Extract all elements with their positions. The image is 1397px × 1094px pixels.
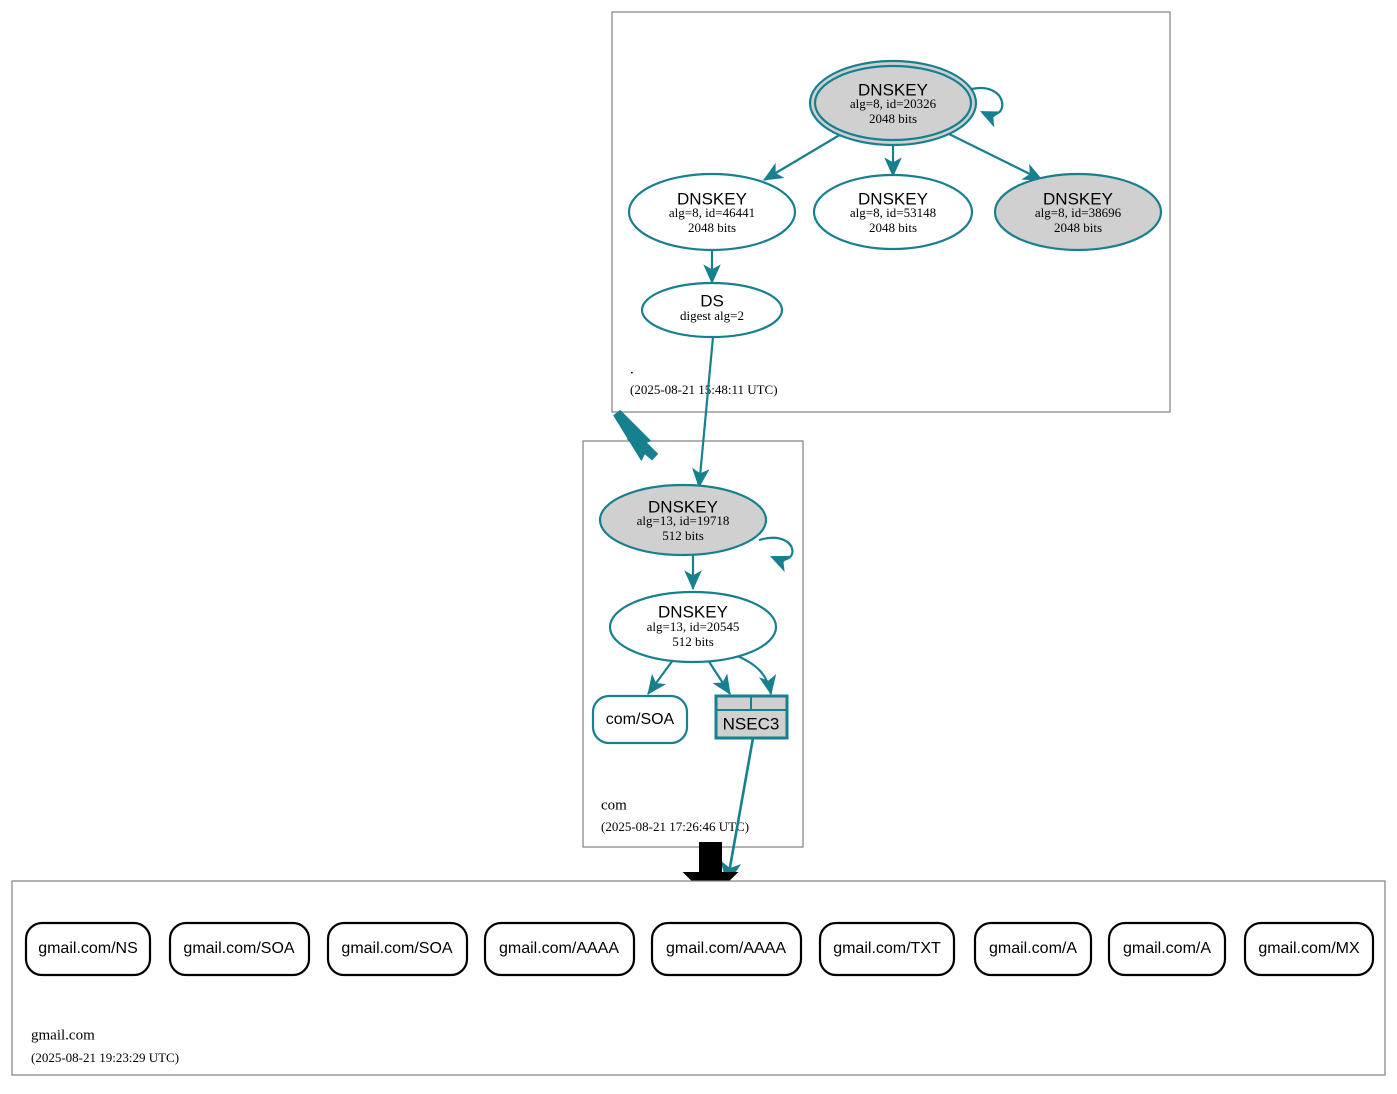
rrset-label: gmail.com/AAAA bbox=[499, 940, 619, 957]
rrset-box bbox=[326, 921, 469, 977]
dnskey-ellipse bbox=[812, 173, 974, 251]
dnskey-alg-id: alg=13, id=19718 bbox=[637, 513, 730, 528]
rrset-box bbox=[973, 921, 1093, 977]
dnskey-size: 512 bits bbox=[672, 634, 714, 649]
rrset-box bbox=[591, 694, 689, 745]
edge-nsec3-to-gmail bbox=[720, 737, 755, 886]
dnskey-alg-id: alg=8, id=46441 bbox=[669, 205, 755, 220]
dnskey-title: DNSKEY bbox=[1043, 189, 1113, 208]
node-gmail-a-2[interactable]: gmail.com/A bbox=[1107, 921, 1227, 977]
node-gmail-aaaa-2[interactable]: gmail.com/AAAA bbox=[650, 921, 803, 977]
dnskey-alg-id: alg=8, id=20326 bbox=[850, 96, 937, 111]
edge-root-ksk-to-46441 bbox=[763, 132, 844, 181]
rrset-label: gmail.com/NS bbox=[38, 940, 138, 957]
ds-title: DS bbox=[700, 291, 724, 310]
zone-gmail-name: gmail.com bbox=[31, 1027, 95, 1043]
dnskey-ellipse bbox=[993, 172, 1163, 252]
zone-gmail: gmail.com (2025-08-21 19:23:29 UTC) bbox=[11, 880, 1386, 1076]
dnskey-size: 2048 bits bbox=[688, 220, 736, 235]
rrset-label: com/SOA bbox=[606, 711, 675, 728]
edge-com-zsk-to-nsec3-a bbox=[705, 656, 731, 695]
ds-digest-alg: digest alg=2 bbox=[680, 308, 744, 323]
node-gmail-txt[interactable]: gmail.com/TXT bbox=[818, 921, 956, 977]
rrset-label: gmail.com/MX bbox=[1258, 940, 1360, 957]
rrset-label: gmail.com/SOA bbox=[183, 940, 294, 957]
root-edges bbox=[703, 87, 1043, 285]
zone-com-name: com bbox=[601, 797, 627, 813]
dnskey-alg-id: alg=8, id=53148 bbox=[850, 205, 936, 220]
edge-root-ksk-to-38696 bbox=[946, 132, 1043, 181]
dnskey-size: 2048 bits bbox=[869, 111, 917, 126]
edge-com-ksk-self-sign bbox=[758, 536, 794, 573]
node-root-ds[interactable]: DS digest alg=2 bbox=[640, 281, 784, 339]
node-com-zsk[interactable]: DNSKEY alg=13, id=20545 512 bits bbox=[608, 590, 778, 664]
rrset-box bbox=[168, 921, 311, 977]
node-com-nsec3[interactable]: NSEC3 bbox=[714, 694, 789, 740]
rrset-box bbox=[818, 921, 956, 977]
zone-root-name: . bbox=[630, 361, 634, 377]
nsec3-label: NSEC3 bbox=[723, 714, 780, 733]
node-gmail-soa-2[interactable]: gmail.com/SOA bbox=[326, 921, 469, 977]
node-gmail-mx[interactable]: gmail.com/MX bbox=[1243, 921, 1375, 977]
zone-root-timestamp: (2025-08-21 15:48:11 UTC) bbox=[630, 382, 778, 397]
rrset-box bbox=[1107, 921, 1227, 977]
delegation-arrow-shape bbox=[613, 409, 659, 462]
edge-com-zsk-to-soa bbox=[647, 655, 677, 695]
rrset-box bbox=[483, 921, 636, 977]
rrset-box bbox=[650, 921, 803, 977]
dnskey-size: 512 bits bbox=[662, 528, 704, 543]
dnskey-alg-id: alg=8, id=38696 bbox=[1035, 205, 1122, 220]
node-com-soa[interactable]: com/SOA bbox=[591, 694, 689, 745]
dnskey-title: DNSKEY bbox=[648, 497, 718, 516]
dnskey-ellipse bbox=[598, 483, 768, 557]
rrset-label: gmail.com/SOA bbox=[341, 940, 452, 957]
delegation-arrow-root-to-com bbox=[613, 409, 659, 462]
node-gmail-aaaa-1[interactable]: gmail.com/AAAA bbox=[483, 921, 636, 977]
dnskey-title: DNSKEY bbox=[858, 80, 928, 99]
dnskey-alg-id: alg=13, id=20545 bbox=[647, 619, 740, 634]
zone-gmail-border bbox=[11, 880, 1386, 1076]
rrset-label: gmail.com/AAAA bbox=[666, 940, 786, 957]
dnskey-ellipse bbox=[627, 172, 797, 252]
node-root-ksk[interactable]: DNSKEY alg=8, id=20326 2048 bits bbox=[808, 59, 978, 147]
dnskey-ellipse bbox=[608, 590, 778, 664]
rrset-label: gmail.com/A bbox=[1123, 940, 1211, 957]
node-gmail-a-1[interactable]: gmail.com/A bbox=[973, 921, 1093, 977]
rrset-box bbox=[24, 921, 152, 977]
edge-root-ksk-self-sign bbox=[967, 87, 1004, 128]
node-gmail-ns[interactable]: gmail.com/NS bbox=[24, 921, 152, 977]
node-root-dnskey-38696[interactable]: DNSKEY alg=8, id=38696 2048 bits bbox=[993, 172, 1163, 252]
rrset-label: gmail.com/A bbox=[989, 940, 1077, 957]
edge-ds-to-com-ksk bbox=[691, 336, 715, 489]
dnskey-size: 2048 bits bbox=[1054, 220, 1102, 235]
dnskey-title: DNSKEY bbox=[677, 189, 747, 208]
node-root-dnskey-53148[interactable]: DNSKEY alg=8, id=53148 2048 bits bbox=[812, 173, 974, 251]
node-root-dnskey-46441[interactable]: DNSKEY alg=8, id=46441 2048 bits bbox=[627, 172, 797, 252]
zone-gmail-timestamp: (2025-08-21 19:23:29 UTC) bbox=[31, 1050, 179, 1065]
node-gmail-soa-1[interactable]: gmail.com/SOA bbox=[168, 921, 311, 977]
dnskey-size: 2048 bits bbox=[869, 220, 917, 235]
node-com-ksk[interactable]: DNSKEY alg=13, id=19718 512 bits bbox=[598, 483, 768, 557]
dnskey-ellipse-inner bbox=[813, 64, 973, 142]
zone-com-timestamp: (2025-08-21 17:26:46 UTC) bbox=[601, 819, 749, 834]
dnskey-title: DNSKEY bbox=[658, 602, 728, 621]
dnskey-title: DNSKEY bbox=[858, 189, 928, 208]
rrset-box bbox=[1243, 921, 1375, 977]
rrset-label: gmail.com/TXT bbox=[833, 940, 941, 957]
